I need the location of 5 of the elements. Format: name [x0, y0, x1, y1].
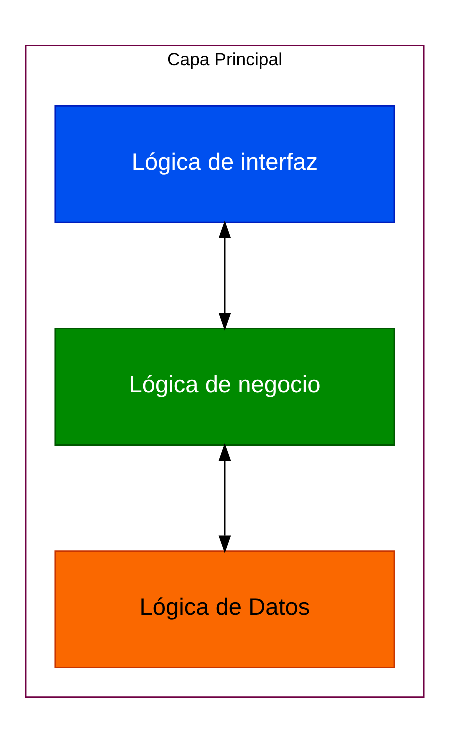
- node-box: Lógica de interfaz: [54, 104, 396, 223]
- arrow: [218, 442, 232, 553]
- arrow: [218, 220, 232, 330]
- node-box: Lógica de negocio: [54, 328, 396, 446]
- node-box: Lógica de Datos: [54, 550, 396, 668]
